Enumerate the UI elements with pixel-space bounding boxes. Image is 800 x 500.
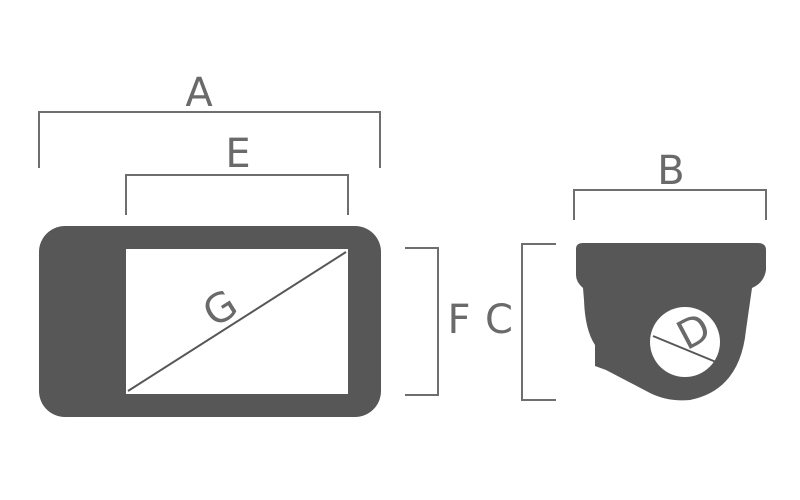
dimension-e: E	[125, 131, 349, 215]
dimension-f: F	[405, 247, 471, 396]
bracket-a	[38, 111, 381, 168]
screen-diagonal-line	[127, 251, 347, 392]
bracket-c	[521, 243, 556, 401]
mount-diameter-line	[652, 335, 717, 363]
label-b: B	[657, 148, 684, 194]
bracket-e	[125, 174, 349, 215]
bracket-b	[573, 189, 767, 220]
label-a: A	[185, 70, 213, 116]
label-c: C	[485, 297, 513, 343]
side-view: D	[576, 243, 766, 401]
dimension-a: A	[38, 70, 381, 168]
bracket-f	[405, 247, 439, 396]
label-f: F	[447, 297, 470, 343]
label-e: E	[225, 131, 250, 177]
front-view: G	[39, 226, 381, 417]
mount-clamp-hole	[650, 307, 720, 377]
dimension-c: C	[485, 243, 556, 401]
dimension-b: B	[573, 148, 767, 220]
